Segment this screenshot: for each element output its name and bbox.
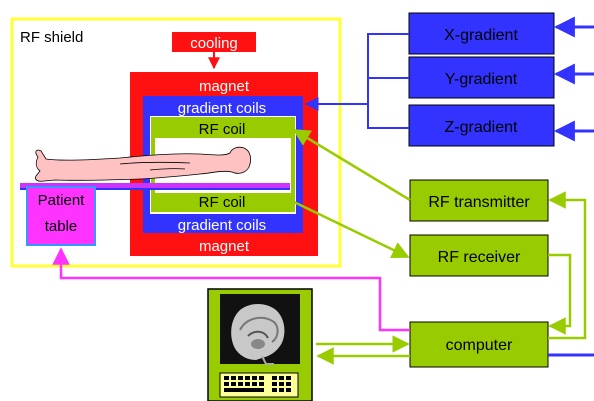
patient-table-label-line2: table (45, 218, 78, 235)
brain-scan-image (231, 304, 285, 365)
magnet-top-label: magnet (199, 78, 250, 95)
gradient-bus (367, 33, 409, 129)
computer-to-transmitter-arrow (548, 191, 587, 340)
rf-shield-label: RF shield (20, 29, 83, 46)
receiver-to-computer-arrow (548, 253, 572, 335)
rf-coil-bottom-band (153, 193, 293, 210)
rf-transmitter-box (409, 179, 549, 222)
rf-transmitter-label: RF transmitter (428, 194, 530, 211)
rf-receiver-label: RF receiver (438, 249, 521, 266)
gradient-coils-bottom-label: gradient coils (178, 217, 266, 234)
y-gradient-label: Y-gradient (445, 71, 518, 88)
rf-coil-top-label: RF coil (199, 121, 246, 138)
computer-box (409, 321, 549, 368)
table-rail (20, 188, 290, 190)
rf-coil-bottom-label: RF coil (199, 194, 246, 211)
gradient-coils-top-label: gradient coils (178, 100, 266, 117)
z-gradient-label: Z-gradient (445, 119, 518, 136)
computer-to-table-arrow (52, 247, 410, 332)
magnet-bottom-label: magnet (199, 238, 250, 255)
cooling-box (172, 32, 256, 52)
rf-shield-boundary (10, 17, 342, 268)
patient-table-label-line1: Patient (38, 192, 86, 209)
x-gradient-label: X-gradient (444, 27, 518, 44)
computer-label: computer (446, 337, 513, 354)
keyboard-keys (224, 376, 291, 392)
workstation-icon (207, 288, 313, 401)
patient-table-box (26, 186, 96, 246)
transmitter-to-rf-coil-arrow (292, 128, 411, 202)
z-gradient-box (408, 104, 555, 147)
table-plate (20, 183, 290, 188)
rf-coil-to-receiver-arrow (293, 200, 410, 259)
rf-receiver-box (409, 234, 549, 277)
cooling-label: cooling (190, 35, 238, 52)
patient-figure (35, 146, 251, 182)
rf-coil-top-band (153, 119, 293, 138)
